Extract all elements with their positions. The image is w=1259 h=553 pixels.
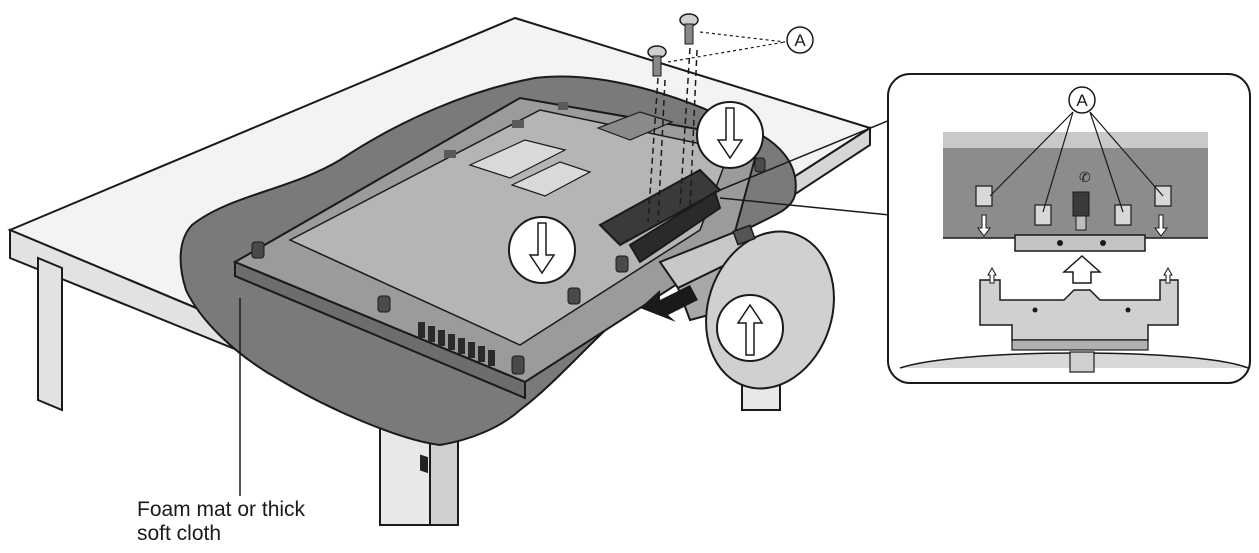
down-arrow-bubble-upper — [696, 101, 764, 169]
tv-label-panel-1 — [468, 139, 567, 179]
tv-terminal-1 — [420, 454, 428, 474]
caption-text: Foam mat or thick soft cloth — [137, 498, 305, 546]
screw-icon — [647, 45, 667, 77]
caption-line-1: Foam mat or thick — [137, 498, 306, 521]
up-arrow-bubble — [716, 294, 784, 362]
inset-detail: ✆ A — [887, 73, 1251, 384]
screw-icon — [679, 13, 699, 45]
inset-connector — [1072, 191, 1090, 217]
tv-terminals — [418, 322, 495, 366]
table-leg-left — [37, 256, 63, 412]
svg-text:✆: ✆ — [1079, 170, 1091, 186]
tv-recess — [596, 111, 674, 141]
tv-top-clips — [444, 102, 568, 158]
screws — [647, 13, 786, 223]
down-arrow-bubble-left — [508, 216, 576, 284]
inset-bracket-plate — [1014, 234, 1146, 252]
inset-callout: A — [1068, 86, 1096, 114]
down-arrow-icon — [977, 214, 1168, 237]
down-arrow-icon — [716, 107, 744, 160]
push-arrow-icon — [640, 285, 698, 322]
tv-label-panel-2 — [510, 161, 592, 197]
inset-stand-bracket — [979, 279, 1179, 341]
caption-line-2: soft cloth — [137, 522, 222, 545]
down-arrow-icon — [528, 222, 556, 275]
up-arrow-icon — [736, 303, 764, 356]
screw-callout-label: A — [794, 31, 806, 50]
zoom-leader-lines — [719, 119, 891, 216]
screw-callout: A — [786, 26, 814, 54]
bracket-plate — [628, 190, 722, 264]
up-arrow-icon — [1062, 254, 1102, 284]
stand-clip — [732, 224, 756, 246]
inset-tv-edge — [943, 132, 1208, 148]
inset-callout-label: A — [1076, 91, 1088, 110]
tv-bumpers — [251, 157, 766, 375]
